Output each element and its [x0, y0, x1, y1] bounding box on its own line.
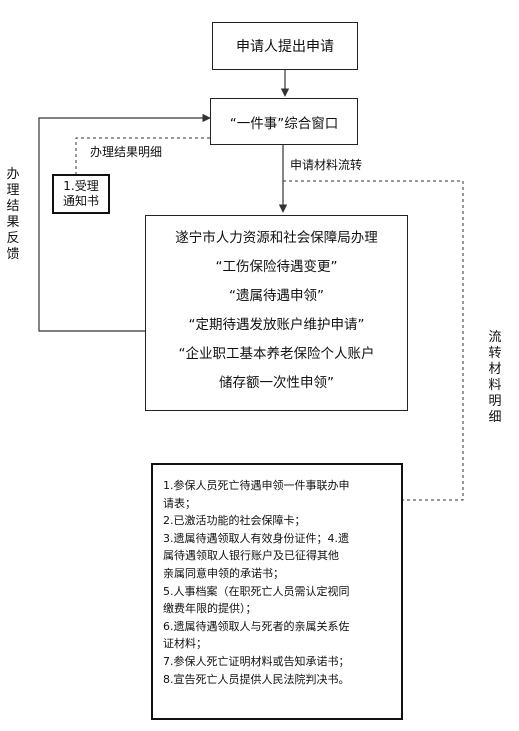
- flow-detail-label: 流转材料明细: [488, 330, 502, 425]
- material-line: 属待遇领取人银行账户及已征得其他: [163, 549, 339, 563]
- bureau-box: 遂宁市人力资源和社会保障局办理 “工伤保险待遇变更” “遗属待遇申领” “定期待…: [145, 215, 408, 411]
- material-flow-label: 申请材料流转: [290, 158, 363, 172]
- dashed-link-notice: [75, 137, 210, 174]
- applicant-box: 申请人提出申请: [212, 22, 358, 70]
- bureau-line: 遂宁市人力资源和社会保障局办理: [175, 230, 378, 246]
- material-line: 1.参保人员死亡待遇申领一件事联办申: [163, 479, 350, 492]
- material-line: 5.人事档案（在职死亡人员需认定视同: [163, 584, 350, 598]
- bureau-line: “工伤保险待遇变更”: [215, 259, 338, 275]
- dashed-link-materials: [283, 180, 464, 501]
- notice-text-2: 通知书: [62, 194, 99, 208]
- window-box: “一件事”综合窗口: [210, 98, 358, 145]
- result-detail-label: 办理结果明细: [90, 145, 163, 159]
- applicant-text: 申请人提出申请: [236, 39, 334, 55]
- material-line: 2.已激活功能的社会保障卡；: [163, 514, 306, 528]
- window-text: “一件事”综合窗口: [229, 115, 339, 132]
- material-line: 3.遗属待遇领取人有效身份证件；4.遗: [163, 531, 349, 545]
- material-line: 缴费年限的提供）；: [163, 602, 257, 616]
- bureau-line: “企业职工基本养老保险个人账户: [178, 346, 375, 362]
- bureau-line: “遗属待遇申领”: [229, 288, 324, 304]
- material-line: 6.遗属待遇领取人与死者的亲属关系佐: [163, 619, 350, 633]
- material-line: 请表；: [163, 496, 196, 510]
- material-line: 7.参保人死亡证明材料或告知承诺书；: [163, 654, 350, 668]
- materials-box: 1.参保人员死亡待遇申领一件事联办申 请表； 2.已激活功能的社会保障卡； 3.…: [151, 463, 403, 720]
- notice-box: 1.受理 通知书: [52, 174, 110, 214]
- material-line: 亲属同意申领的承诺书；: [163, 566, 284, 580]
- bureau-line: 储存额一次性申领”: [219, 375, 334, 391]
- material-line: 8.宣告死亡人员提供人民法院判决书。: [163, 672, 350, 686]
- bureau-line: “定期待遇发放账户维护申请”: [188, 317, 365, 333]
- material-line: 证材料；: [163, 637, 207, 651]
- notice-text-1: 1.受理: [63, 179, 99, 193]
- result-feedback-loop: [38, 113, 211, 332]
- result-feedback-label: 办理结果反馈: [6, 167, 20, 262]
